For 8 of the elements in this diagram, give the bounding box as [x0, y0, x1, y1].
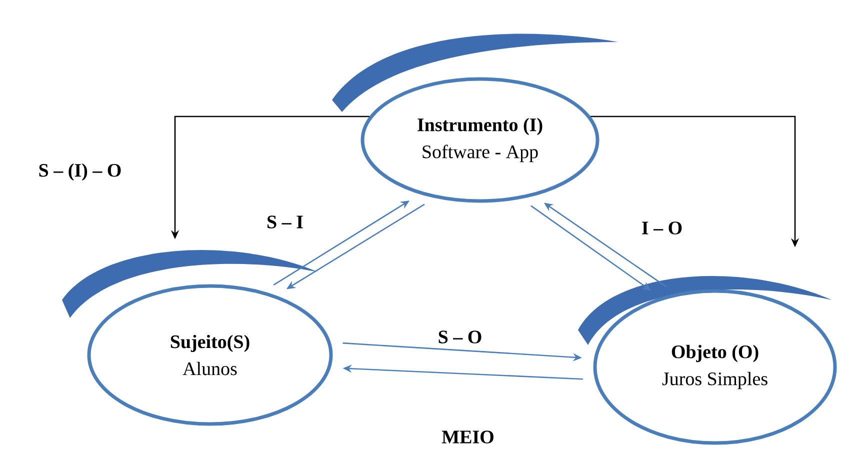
edge-label: S – (I) – O: [39, 163, 121, 181]
edge-label: I – O: [642, 222, 682, 234]
edge-label: S – O: [438, 330, 482, 344]
ellipse-node: Sujeito(S) Alunos: [87, 284, 333, 426]
ellipse-node: Instrumento (I) Software - App: [360, 77, 600, 203]
edge-label: S – I: [268, 216, 303, 228]
label: MEIO: [442, 430, 494, 444]
ellipse-node: Objeto (O) Juros Simples: [593, 289, 837, 445]
